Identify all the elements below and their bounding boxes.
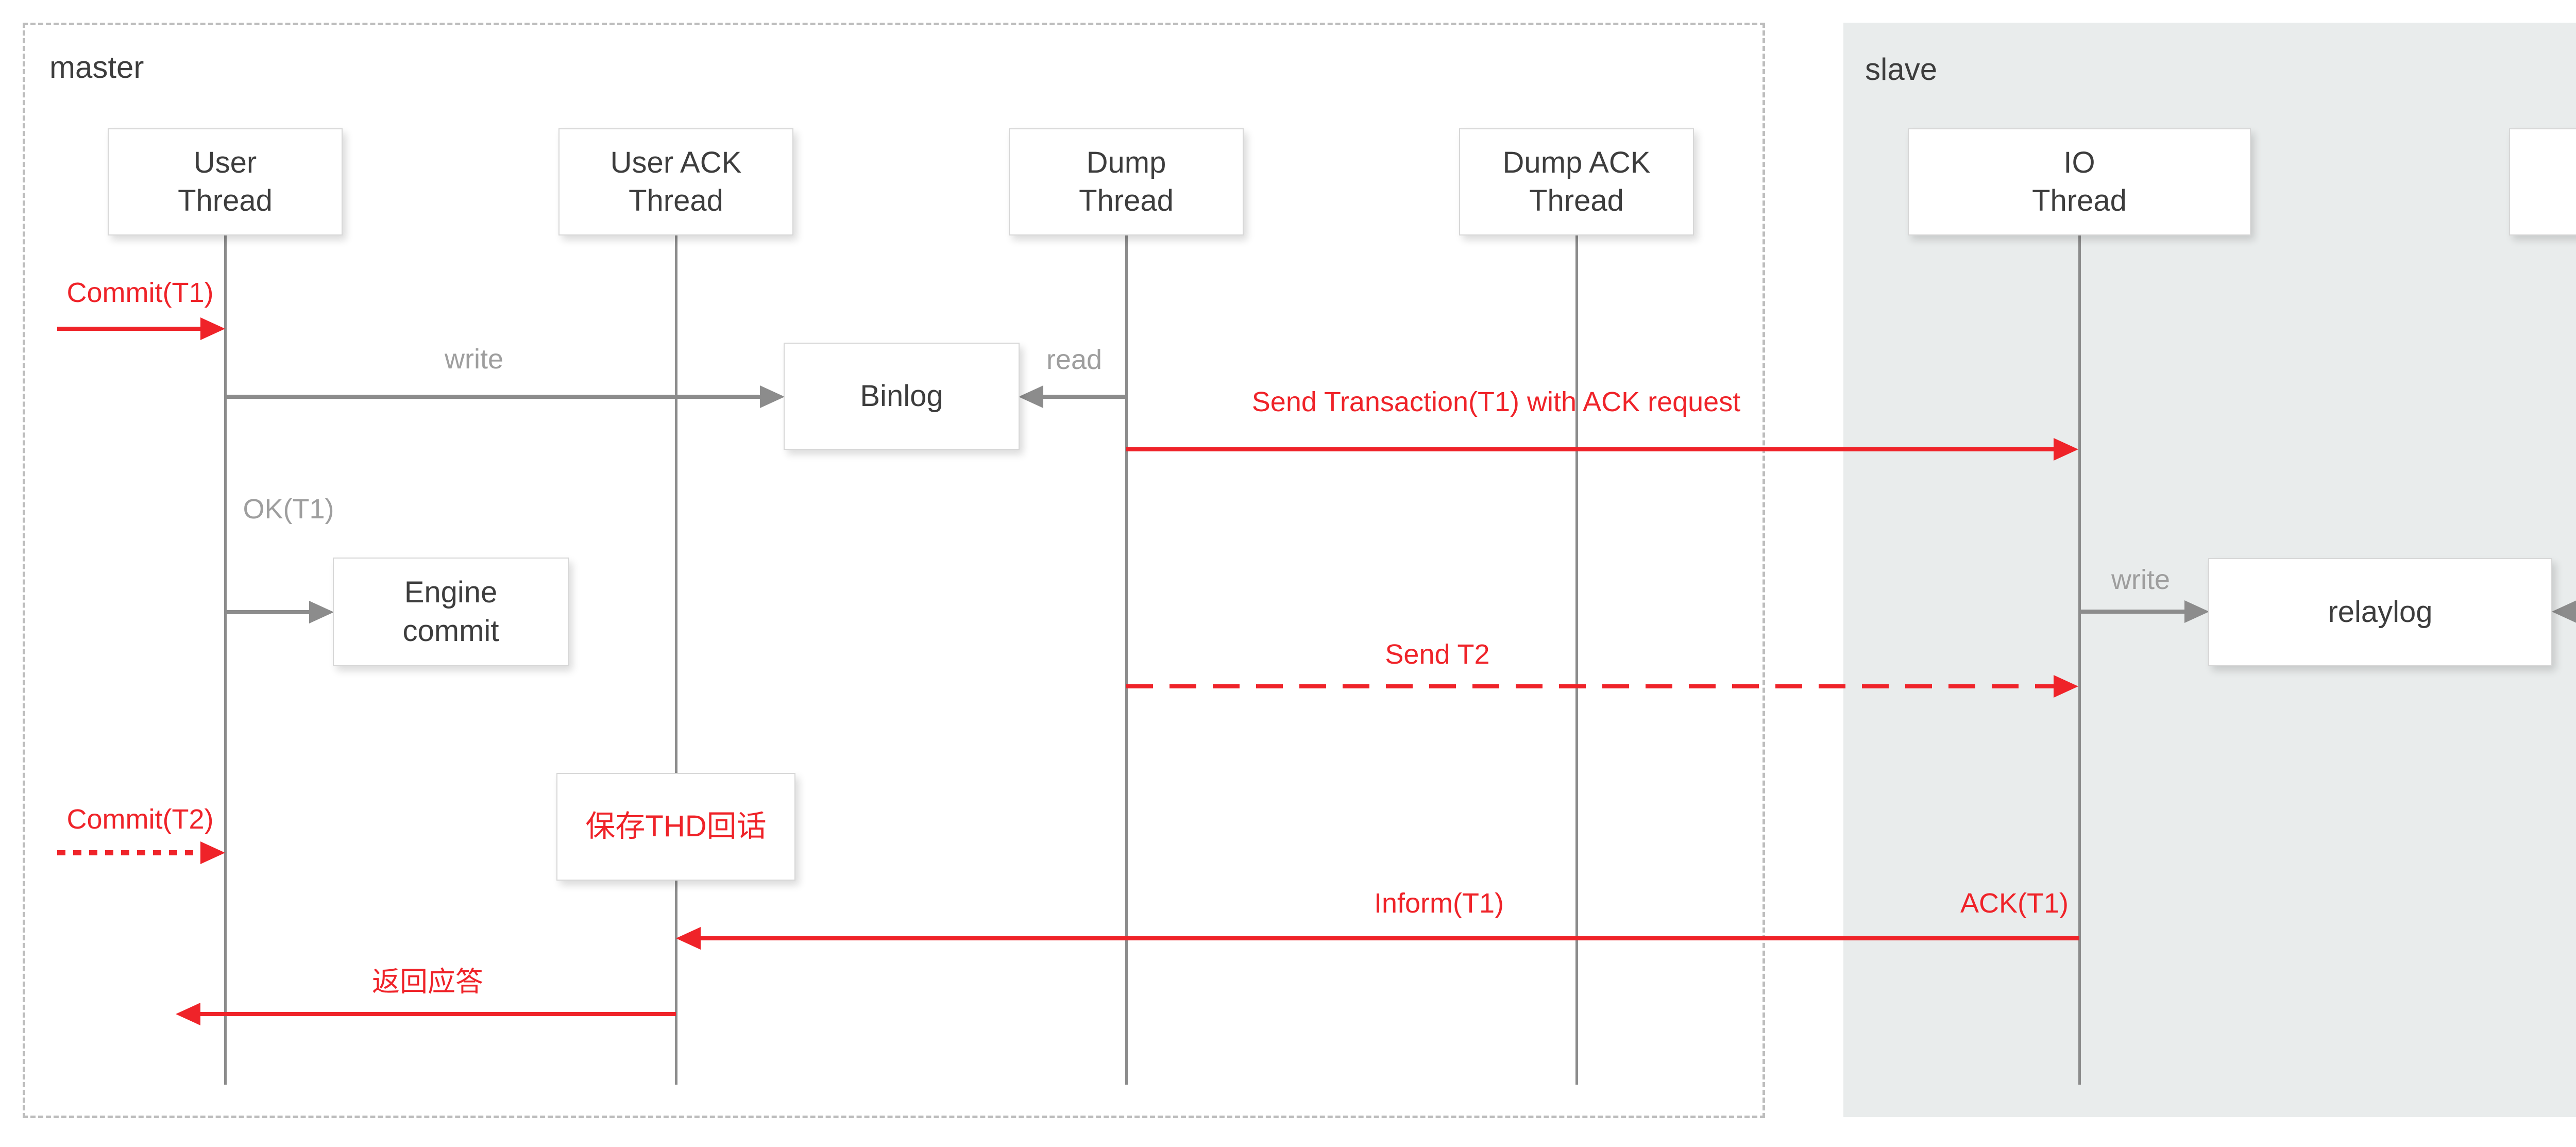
label-send-t2: Send T2 [1385,639,1490,670]
thread-box-user-ack: User ACK Thread [558,128,793,235]
arrow-line [1126,447,2058,451]
arrowhead-right-icon [200,317,225,340]
slave-region-label: slave [1865,52,1938,87]
arrow-line [57,327,205,331]
lifeline-dump-ack-thread [1575,235,1578,1085]
thread-box-user: User Thread [108,128,343,235]
arrowhead-right-icon [309,601,334,623]
thread-label: Dump ACK [1502,145,1651,179]
thread-label: IO [2063,145,2095,179]
thread-label: Thread [2032,184,2127,217]
arrow-line [697,936,2079,940]
arrow-write-relaylog [2079,599,2209,624]
master-region-label: master [49,50,144,85]
arrow-commit-t1 [57,316,225,341]
thread-label: Thread [1529,184,1624,217]
label-send-t1-ack: Send Transaction(T1) with ACK request [1251,386,1741,417]
thread-box-dump-ack: Dump ACK Thread [1459,128,1694,235]
arrow-line [225,395,764,399]
arrow-read-binlog [1019,384,1126,409]
arrowhead-right-icon [2054,438,2078,461]
label-commit-t2: Commit(T2) [66,804,214,835]
arrowhead-left-icon [1019,385,1043,408]
binlog-box: Binlog [784,343,1020,450]
thread-label: Thread [629,184,723,217]
label-ack-t1: ACK(T1) [1960,888,2069,919]
thread-box-io: IO Thread [1908,128,2251,235]
engine-commit-label: Engine [404,576,498,610]
thread-label: User [193,145,257,179]
arrow-inform-ack-t1 [676,926,2079,951]
thread-box-sql: SQL Thread [2509,128,2576,235]
master-region [23,23,1765,1118]
arrow-send-t1 [1126,437,2078,462]
label-read-master: read [1046,344,1103,375]
label-inform-t1: Inform(T1) [1374,888,1504,919]
arrowhead-right-icon [2184,600,2209,623]
thread-label: Dump [1086,145,1166,179]
arrowhead-right-icon [200,841,225,864]
arrow-line [196,1012,676,1016]
arrowhead-left-icon [2552,600,2576,623]
relaylog-label: relaylog [2328,595,2433,629]
arrow-send-t2 [1126,674,2078,699]
thread-label: Thread [178,184,273,217]
arrow-line [1126,684,2058,688]
arrow-commit-t2 [57,840,225,865]
thd-note-box: 保存THD回话 [556,773,795,881]
engine-commit-label: commit [402,614,499,648]
engine-commit-box: Engine commit [333,558,569,666]
arrowhead-left-icon [176,1003,200,1025]
label-write-master: write [444,344,504,375]
relaylog-box: relaylog [2208,558,2552,666]
arrow-engine-commit [225,600,334,625]
arrow-line [1039,395,1126,399]
label-commit-t1: Commit(T1) [66,277,214,308]
arrow-line [57,850,205,855]
binlog-label: Binlog [860,379,943,413]
label-ok-t1: OK(T1) [243,494,334,525]
thread-label: User ACK [610,145,742,179]
arrowhead-right-icon [2054,675,2078,698]
arrow-write-binlog [225,384,785,409]
lifeline-io-thread [2078,235,2081,1085]
arrow-line [225,610,313,614]
thd-note-label: 保存THD回话 [585,809,767,844]
arrow-line [2079,610,2189,614]
thread-label: Thread [1079,184,1174,217]
arrow-reply [176,1002,676,1026]
thread-box-dump: Dump Thread [1009,128,1244,235]
label-write-slave: write [2111,564,2171,595]
lifeline-user-thread [224,235,227,1085]
arrowhead-left-icon [676,927,701,950]
lifeline-user-ack-thread [675,235,677,1085]
lifeline-dump-thread [1125,235,1128,1085]
arrowhead-right-icon [760,385,785,408]
arrow-read-relaylog [2552,599,2576,624]
label-reply: 返回应答 [372,966,483,998]
